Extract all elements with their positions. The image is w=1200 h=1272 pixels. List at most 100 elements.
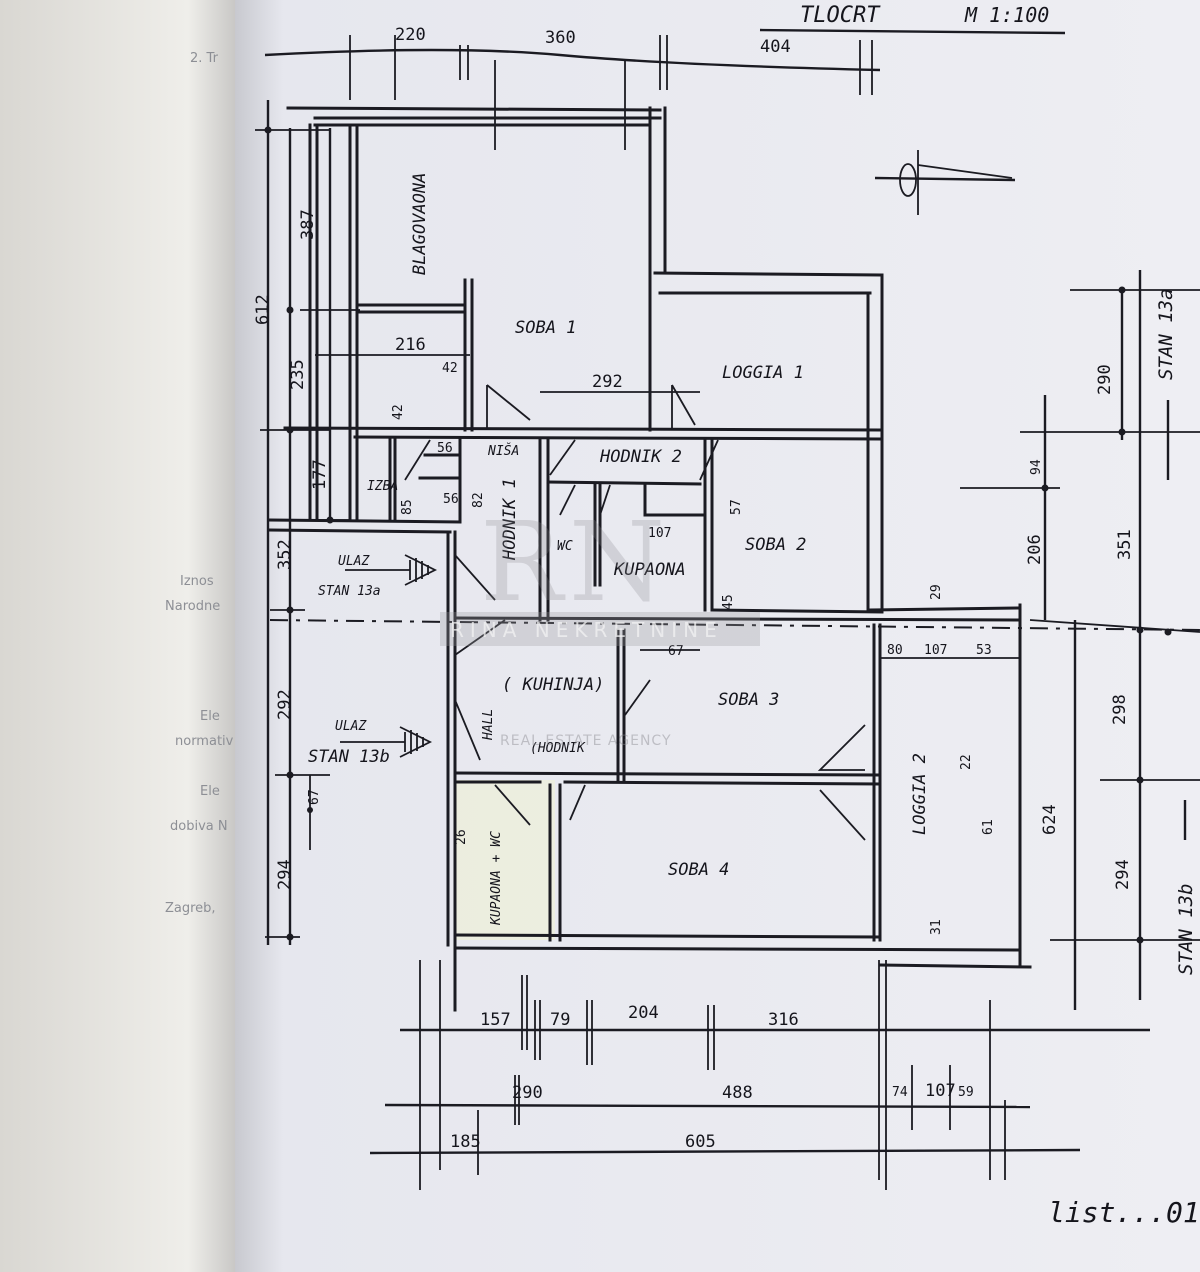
plan-line xyxy=(624,679,651,716)
dimension-label: 42 xyxy=(391,404,406,420)
plan-line xyxy=(286,606,294,614)
room-blagovaona: BLAGOVAONA xyxy=(410,173,430,275)
plan-line xyxy=(353,435,882,441)
dimension-label: 298 xyxy=(1110,694,1130,725)
room-hodnik: (HODNIK xyxy=(530,741,586,756)
plan-line xyxy=(1164,628,1172,636)
plan-line xyxy=(286,933,294,941)
plan-line xyxy=(454,554,496,601)
plan-line: Iznos xyxy=(180,574,214,589)
dimension-label: 292 xyxy=(275,689,295,720)
plan-line xyxy=(286,106,662,112)
plan-line xyxy=(326,516,334,524)
plan-line xyxy=(455,780,555,940)
label: Iznos xyxy=(180,574,214,589)
plan-line xyxy=(569,784,586,821)
plan-line xyxy=(549,439,576,476)
plan-line xyxy=(264,48,881,72)
plan-line xyxy=(710,608,884,614)
plan-line xyxy=(454,699,481,761)
label: 2. Tr xyxy=(190,51,219,66)
plan-line xyxy=(1118,286,1126,294)
room-kuhinja: ( KUHINJA) xyxy=(502,675,604,695)
dimension-label: 294 xyxy=(1113,859,1133,890)
room-wc: WC xyxy=(557,539,573,554)
label: Ele xyxy=(200,784,220,799)
plan-line xyxy=(653,271,882,277)
dimension-label: 53 xyxy=(976,643,992,658)
dimension-label: 605 xyxy=(685,1132,716,1152)
room-kupaona: KUPAONA xyxy=(613,560,686,580)
top-dimensions: 220 360 404 xyxy=(264,25,881,150)
dimension-label: 59 xyxy=(958,1085,974,1100)
dimension-label: 290 xyxy=(1095,364,1115,395)
plan-line xyxy=(817,724,866,771)
plan-line xyxy=(269,619,1200,631)
dimension-label: 624 xyxy=(1040,804,1060,835)
dimension-label: 57 xyxy=(729,499,744,515)
left-page-text: 2. Tr Iznos Narodne Ele normativ Ele dob… xyxy=(165,51,234,916)
plan-line xyxy=(307,807,313,813)
plan-line xyxy=(878,963,1032,969)
dimension-label: 107 xyxy=(925,1081,956,1101)
dimension-label: 85 xyxy=(400,499,415,515)
dimension-label: 107 xyxy=(924,643,947,658)
dimension-label: 80 xyxy=(887,643,903,658)
dimension-label: 216 xyxy=(395,335,426,355)
dimension-label: 290 xyxy=(512,1083,543,1103)
dimension-label: 79 xyxy=(550,1010,570,1030)
dimension-label: 61 xyxy=(981,819,996,835)
label: dobiva N xyxy=(170,819,228,834)
dimension-label: 352 xyxy=(275,539,295,570)
plan-line xyxy=(868,606,1022,612)
dimension-label: 612 xyxy=(253,294,273,325)
label: RN xyxy=(480,498,671,626)
plan-line xyxy=(1136,936,1144,944)
dimension-label: 177 xyxy=(310,459,330,490)
plan-scale: M 1:100 xyxy=(964,3,1049,27)
dimension-label: 157 xyxy=(480,1010,511,1030)
plan-line xyxy=(599,484,611,516)
plan-line xyxy=(440,612,760,646)
plan-line: Ele xyxy=(200,709,220,724)
side-label-stan-13b: STAN 13b xyxy=(1175,883,1197,975)
dimension-label: 294 xyxy=(275,859,295,890)
section-marker-icon xyxy=(874,150,1016,215)
room-soba-2: SOBA 2 xyxy=(745,535,806,555)
dimension-label: 220 xyxy=(395,25,426,45)
plan-line xyxy=(404,439,431,481)
dimension-label: 316 xyxy=(768,1010,799,1030)
label: RINA NEKRETNINE xyxy=(450,618,723,642)
plan-line: normativ xyxy=(175,734,234,749)
bottom-dimensions: 157 79 204 316 290 488 74 107 59 185 605 xyxy=(369,960,1150,1190)
room-hodnik-2: HODNIK 2 xyxy=(599,447,682,467)
plan-line xyxy=(286,771,294,779)
dimension-label: 488 xyxy=(722,1083,753,1103)
plan-line xyxy=(819,789,866,841)
interior-dimensions: 216 42 42 292 56 56 82 85 107 57 45 67 8… xyxy=(315,335,1020,935)
dimension-label: 235 xyxy=(288,359,308,390)
plan-line: Narodne xyxy=(165,599,220,614)
dimension-label: 351 xyxy=(1115,529,1135,560)
label: Zagreb, xyxy=(165,901,216,916)
entrance-arrow-icon xyxy=(340,554,438,758)
sheet-number: list...01 xyxy=(1048,1196,1200,1229)
plan-line xyxy=(384,1103,1031,1109)
dimension-label: 360 xyxy=(545,28,576,48)
plan-line xyxy=(453,616,1022,622)
plan-line xyxy=(268,528,452,534)
dimension-label: 67 xyxy=(307,789,322,805)
label: REAL ESTATE AGENCY xyxy=(500,733,672,749)
dimension-label: 185 xyxy=(450,1132,481,1152)
dimension-label: 67 xyxy=(668,644,684,659)
plan-line xyxy=(286,426,294,434)
room-hall: HALL xyxy=(481,709,496,741)
dimension-label: 56 xyxy=(443,492,459,507)
right-dimensions: 290 94 206 351 298 624 294 STAN 13a STAN… xyxy=(960,270,1200,1010)
walls xyxy=(268,106,1200,1012)
room-loggia-2: LOGGIA 2 xyxy=(910,753,930,835)
plan-line xyxy=(453,933,882,939)
dimension-label: 404 xyxy=(760,37,791,57)
dimension-label: 82 xyxy=(471,492,486,508)
